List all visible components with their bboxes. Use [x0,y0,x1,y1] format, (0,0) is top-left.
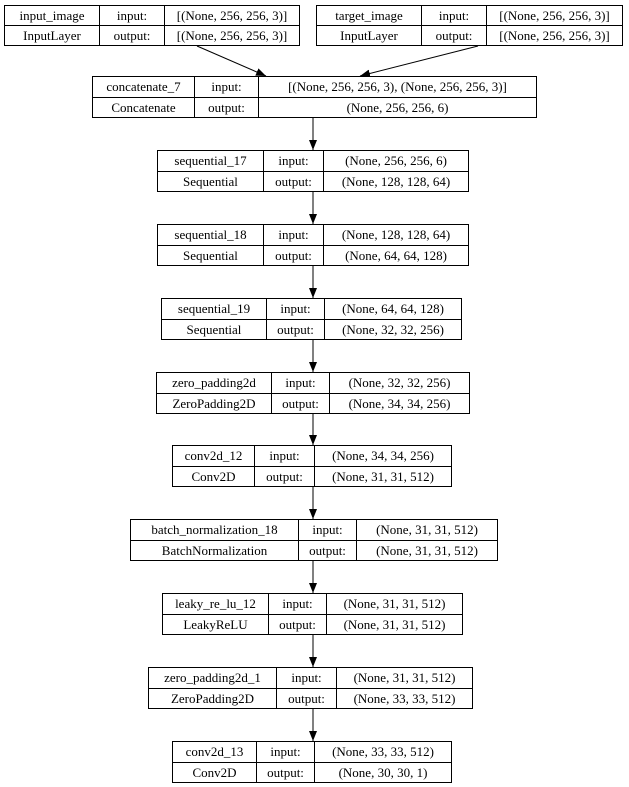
layer-type: ZeroPadding2D [172,395,256,411]
layer-name: batch_normalization_18 [151,522,278,538]
input-label: input: [276,668,336,688]
output-shape: [(None, 256, 256, 3)] [164,26,299,45]
output-label: output: [263,171,323,191]
input-shape: (None, 256, 256, 6) [323,151,468,171]
layer-type: Sequential [186,321,242,337]
output-shape: (None, 64, 64, 128) [323,245,468,265]
layer-type: Conv2D [191,468,236,484]
layer-type: InputLayer [23,28,81,43]
input-label: input: [271,373,329,393]
input-label: input: [263,151,323,171]
input-label: input: [256,742,314,762]
node-leaky-re-lu-12: leaky_re_lu_12 input: (None, 31, 31, 512… [162,593,463,635]
node-sequential-19: sequential_19 input: (None, 64, 64, 128)… [161,298,462,340]
output-label: output: [266,319,324,339]
input-label: input: [298,520,356,540]
node-conv2d-12: conv2d_12 input: (None, 34, 34, 256) Con… [172,445,452,487]
output-label: output: [256,762,314,782]
layer-type: Conv2D [192,764,237,780]
edge-target_image-concatenate_7 [359,45,479,78]
input-shape: (None, 31, 31, 512) [356,520,497,540]
output-label: output: [271,393,329,413]
input-shape: (None, 32, 32, 256) [329,373,469,393]
layer-type: Sequential [183,247,238,263]
layer-type: Concatenate [111,99,176,115]
output-label: output: [99,26,164,45]
layer-name: sequential_19 [177,301,251,317]
input-label: input: [99,6,164,25]
layer-name: sequential_17 [174,153,247,169]
input-shape: (None, 31, 31, 512) [336,668,472,688]
layer-name: concatenate_7 [106,79,181,95]
input-label: input: [421,6,486,25]
input-shape: (None, 34, 34, 256) [314,446,451,466]
output-shape: (None, 33, 33, 512) [336,688,472,708]
node-conv2d-13: conv2d_13 input: (None, 33, 33, 512) Con… [172,741,452,783]
input-label: input: [254,446,314,466]
input-shape: [(None, 256, 256, 3)] [486,6,622,25]
output-label: output: [298,540,356,560]
input-shape: (None, 31, 31, 512) [326,594,462,614]
output-shape: (None, 30, 30, 1) [314,762,451,782]
layer-type: LeakyReLU [183,616,248,632]
output-shape: (None, 32, 32, 256) [324,319,461,339]
input-shape: (None, 33, 33, 512) [314,742,451,762]
output-label: output: [254,466,314,486]
output-label: output: [263,245,323,265]
input-label: input: [194,77,258,97]
output-label: output: [268,614,326,634]
node-sequential-18: sequential_18 input: (None, 128, 128, 64… [157,224,469,266]
output-shape: (None, 34, 34, 256) [329,393,469,413]
node-zero-padding2d: zero_padding2d input: (None, 32, 32, 256… [156,372,470,414]
layer-name: zero_padding2d_1 [164,670,261,686]
output-shape: (None, 256, 256, 6) [258,97,536,117]
output-shape: (None, 128, 128, 64) [323,171,468,191]
output-label: output: [421,26,486,45]
input-label: input: [266,299,324,319]
layer-type: BatchNormalization [161,542,268,558]
input-shape: [(None, 256, 256, 3), (None, 256, 256, 3… [258,77,536,97]
output-shape: (None, 31, 31, 512) [356,540,497,560]
output-label: output: [194,97,258,117]
layer-name: conv2d_13 [185,744,244,760]
layer-name: zero_padding2d [172,375,256,391]
node-concatenate-7: concatenate_7 input: [(None, 256, 256, 3… [92,76,537,118]
layer-name: leaky_re_lu_12 [175,596,256,612]
input-shape: (None, 128, 128, 64) [323,225,468,245]
node-target-image: target_image input: [(None, 256, 256, 3)… [316,5,623,46]
node-zero-padding2d-1: zero_padding2d_1 input: (None, 31, 31, 5… [148,667,473,709]
layer-type: InputLayer [340,28,398,43]
input-shape: (None, 64, 64, 128) [324,299,461,319]
layer-type: ZeroPadding2D [170,690,255,706]
edge-input_image-concatenate_7 [196,45,267,77]
layer-name: conv2d_12 [184,448,243,464]
input-label: input: [263,225,323,245]
output-label: output: [276,688,336,708]
input-shape: [(None, 256, 256, 3)] [164,6,299,25]
output-shape: [(None, 256, 256, 3)] [486,26,622,45]
node-input-image: input_image input: [(None, 256, 256, 3)]… [4,5,300,46]
node-sequential-17: sequential_17 input: (None, 256, 256, 6)… [157,150,469,192]
input-label: input: [268,594,326,614]
output-shape: (None, 31, 31, 512) [314,466,451,486]
layer-name: input_image [19,8,85,23]
layer-name: sequential_18 [174,227,247,243]
node-batch-normalization-18: batch_normalization_18 input: (None, 31,… [130,519,498,561]
output-shape: (None, 31, 31, 512) [326,614,462,634]
layer-name: target_image [335,8,403,23]
layer-type: Sequential [183,173,238,189]
